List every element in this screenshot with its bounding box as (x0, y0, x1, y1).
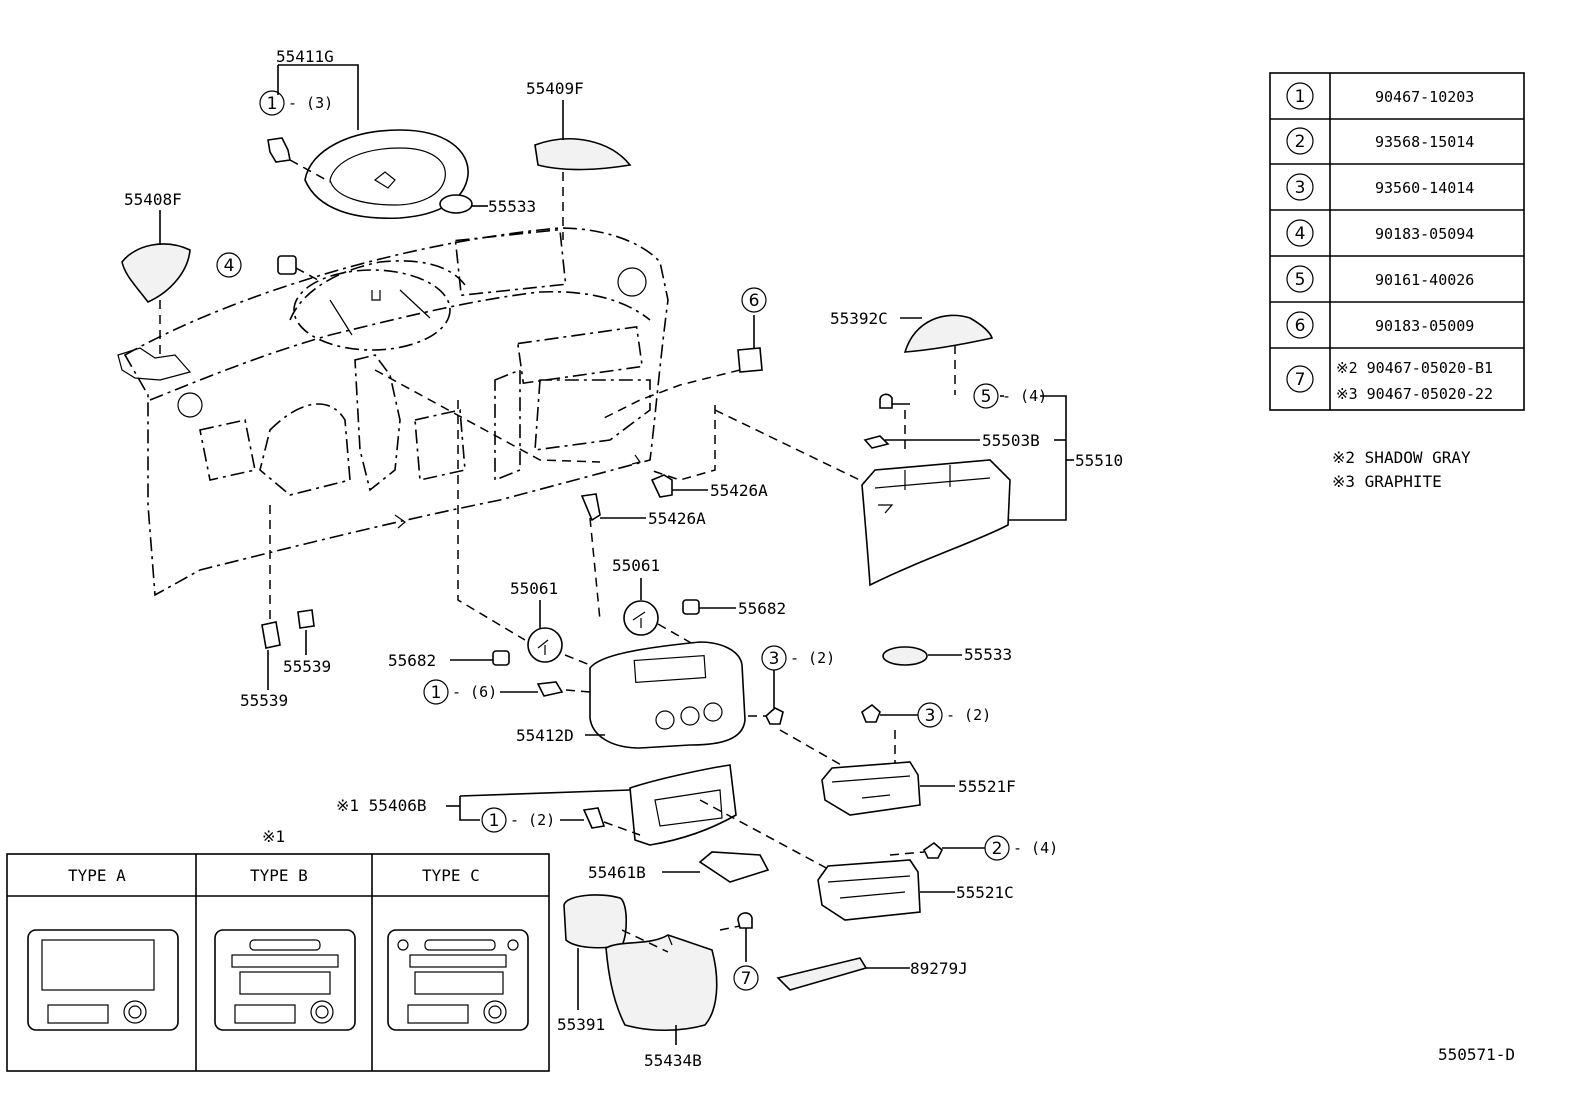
svg-text:4: 4 (224, 256, 235, 276)
qty-1-6: - (6) (452, 683, 497, 701)
clips-55682 (450, 599, 736, 666)
qty-2-4: - (4) (1013, 839, 1058, 857)
label-55434b: 55434B (644, 1051, 702, 1070)
label-55682-left: 55682 (388, 651, 436, 670)
label-55533-lower: 55533 (964, 645, 1012, 664)
legend-num-7: 7 (1295, 370, 1306, 390)
qty-1-2: - (2) (510, 811, 555, 829)
box-55434b (605, 924, 746, 1045)
label-55682-right: 55682 (738, 599, 786, 618)
clip-6 (737, 315, 763, 373)
label-55503b: 55503B (982, 431, 1040, 450)
qty-3-2-b: - (2) (946, 706, 991, 724)
legend-part-7-b: ※3 90467-05020-22 (1336, 385, 1493, 403)
legend-num-1: 1 (1295, 87, 1306, 107)
legend-num-3: 3 (1295, 178, 1306, 198)
clips-55539 (261, 505, 315, 690)
label-55061-right: 55061 (612, 556, 660, 575)
legend-part-7-a: ※2 90467-05020-B1 (1336, 359, 1493, 377)
label-55061-left: 55061 (510, 579, 558, 598)
type-b-panel (214, 929, 356, 1031)
svg-text:5: 5 (981, 387, 992, 407)
legend-part-2: 93568-15014 (1375, 133, 1474, 151)
label-55510: 55510 (1075, 451, 1123, 470)
svg-text:3: 3 (925, 706, 936, 726)
label-55426a-1: 55426A (710, 481, 768, 500)
legend-part-6: 90183-05009 (1375, 317, 1474, 335)
cap-55533 (882, 646, 962, 666)
label-55392c: 55392C (830, 309, 888, 328)
label-55411g: 55411G (276, 47, 334, 66)
qty-3-2-a: - (2) (790, 649, 835, 667)
type-c-panel (387, 929, 529, 1031)
note-shadow-gray: ※2 SHADOW GRAY (1332, 448, 1471, 467)
tray-55461b (662, 851, 770, 883)
instrument-panel (117, 227, 669, 597)
label-55521c: 55521C (956, 883, 1014, 902)
label-89279j: 89279J (910, 959, 968, 978)
type-table-ref: ※1 (262, 827, 285, 846)
label-55408f: 55408F (124, 190, 182, 209)
trim-89279j (776, 957, 910, 991)
label-55406b: ※1 55406B (336, 796, 426, 815)
control-panel-55412d (500, 641, 746, 749)
clip-7 (737, 912, 753, 962)
legend-part-3: 93560-14014 (1375, 179, 1474, 197)
svg-text:1: 1 (431, 683, 442, 703)
knobs-55061 (527, 578, 701, 666)
panel-55409f (534, 100, 632, 240)
legend-num-5: 5 (1295, 270, 1306, 290)
qty-1-3: - (3) (288, 94, 333, 112)
type-b-header: TYPE B (250, 866, 308, 885)
label-55412d: 55412D (516, 726, 574, 745)
clip-4 (277, 255, 319, 281)
legend-num-2: 2 (1295, 132, 1306, 152)
legend-part-1: 90467-10203 (1375, 88, 1474, 106)
pocket-55521c (817, 841, 985, 921)
legend-num-6: 6 (1295, 316, 1306, 336)
note-graphite: ※3 GRAPHITE (1332, 472, 1442, 491)
quantity-labels: - (3) - (4) - (2) - (2) - (6) - (2) - (4… (288, 94, 1058, 857)
type-table: ※1 TYPE A TYPE B TYPE C (6, 827, 550, 1072)
svg-text:1: 1 (489, 811, 500, 831)
svg-text:2: 2 (992, 839, 1003, 859)
legend-table: 1 90467-10203 2 93568-15014 3 93560-1401… (1269, 72, 1525, 411)
svg-text:3: 3 (769, 649, 780, 669)
qty-5-4: - (4) (1002, 387, 1047, 405)
brackets-55426a (580, 474, 708, 522)
bezel-55406b (446, 764, 831, 871)
legend-num-4: 4 (1295, 224, 1306, 244)
panel-55408f (121, 210, 191, 360)
cover-55392c (900, 314, 994, 395)
callouts: 1 4 6 5 3 3 1 1 2 7 (216, 90, 1010, 991)
pocket-55521f (748, 670, 955, 816)
diagram-code: 550571-D (1438, 1045, 1515, 1064)
svg-text:6: 6 (749, 291, 760, 311)
type-a-header: TYPE A (68, 866, 126, 885)
label-55533-top: 55533 (488, 197, 536, 216)
gauge-hood (267, 129, 488, 220)
legend-part-5: 90161-40026 (1375, 271, 1474, 289)
legend-part-4: 90183-05094 (1375, 225, 1474, 243)
label-55539-right: 55539 (283, 657, 331, 676)
label-55521f: 55521F (958, 777, 1016, 796)
label-55391: 55391 (557, 1015, 605, 1034)
pad-55391 (563, 894, 628, 1010)
glove-box-55510 (861, 393, 1074, 587)
svg-text:7: 7 (741, 969, 752, 989)
label-55539-left: 55539 (240, 691, 288, 710)
label-55461b: 55461B (588, 863, 646, 882)
part-labels: 55411G 55409F 55533 55408F 55392C 55503B… (124, 47, 1123, 1070)
type-a-panel (27, 929, 179, 1031)
type-c-header: TYPE C (422, 866, 480, 885)
label-55409f: 55409F (526, 79, 584, 98)
label-55426a-2: 55426A (648, 509, 706, 528)
svg-text:1: 1 (267, 94, 278, 114)
